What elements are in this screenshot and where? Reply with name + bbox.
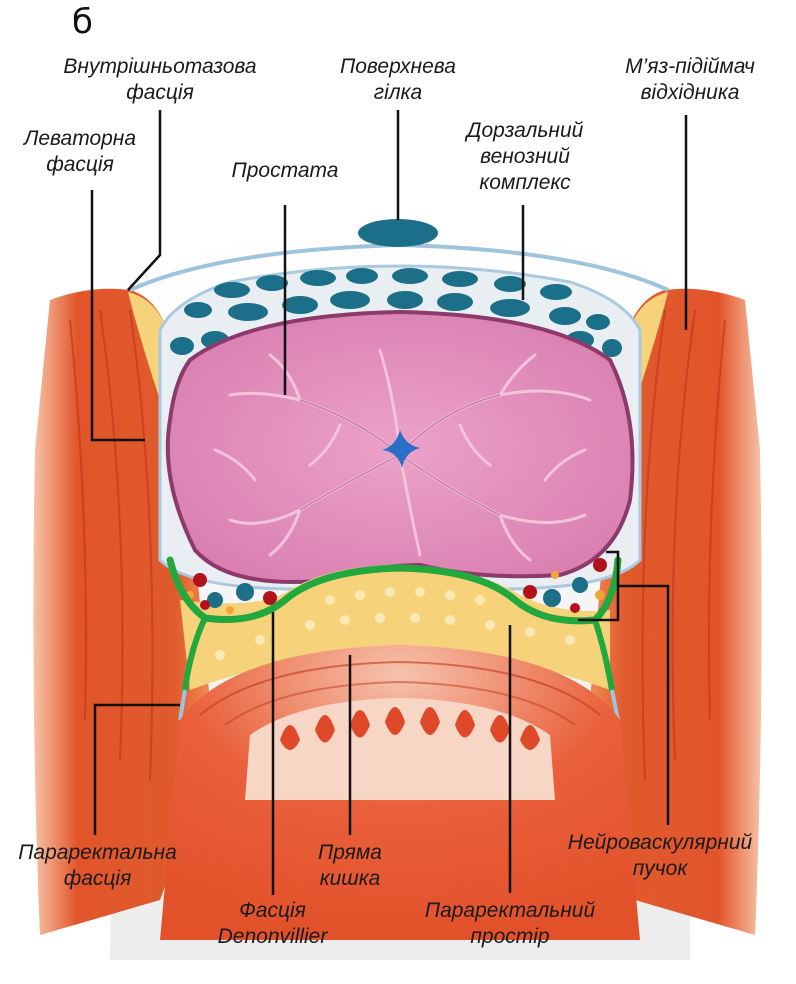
- rectum: [160, 645, 640, 940]
- leader-intrapelvic-fascia: [127, 110, 162, 291]
- urethra: [382, 430, 420, 468]
- superficial-branch-vessel: [358, 219, 438, 247]
- neurovascular-bundle-right: [523, 558, 607, 613]
- pararectal-fascia-line-left: [182, 615, 208, 693]
- leader-nvb: [618, 584, 670, 825]
- label-prostate: Простата: [231, 159, 339, 182]
- panel-letter: б: [72, 2, 93, 42]
- leader-levator-fascia: [90, 190, 145, 442]
- neurovascular-bundle-left: [186, 573, 277, 614]
- leader-pararectal-fascia: [93, 703, 180, 835]
- pararectal-fascia-line-right: [592, 617, 615, 693]
